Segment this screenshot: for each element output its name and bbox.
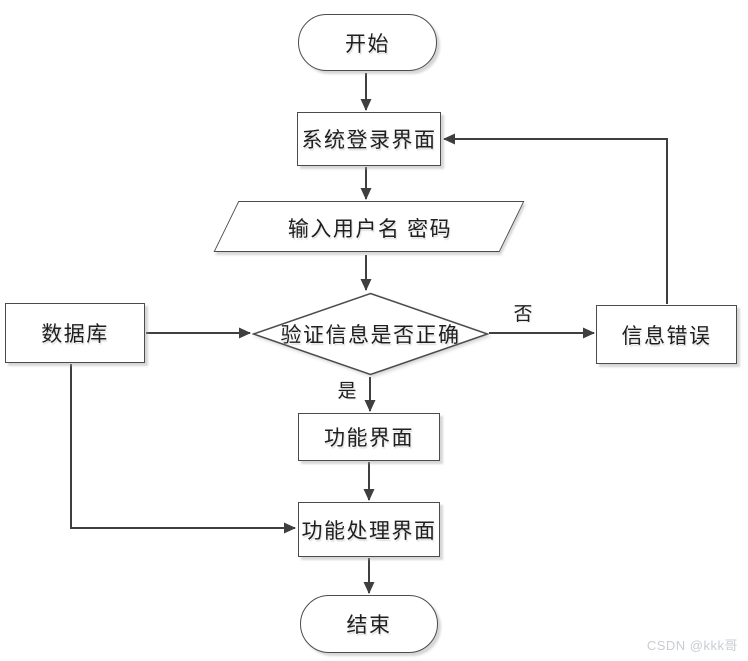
node-login-screen-label: 系统登录界面 [301, 128, 437, 152]
csdn-watermark: CSDN @kkk哥 [646, 638, 738, 653]
node-info-error-label: 信息错误 [621, 323, 712, 348]
node-function-process-screen: 功能处理界面 [298, 502, 440, 557]
node-database: 数据库 [5, 303, 145, 363]
node-verify-info: 验证信息是否正确 [252, 292, 489, 376]
node-end: 结束 [300, 595, 438, 653]
node-function-process-screen-label: 功能处理界面 [301, 518, 437, 543]
node-login-screen: 系统登录界面 [297, 112, 441, 166]
node-function-screen: 功能界面 [298, 413, 440, 461]
node-end-label: 结束 [346, 613, 392, 637]
edge-label-yes: 是 [337, 380, 357, 402]
node-database-label: 数据库 [41, 322, 109, 346]
node-start: 开始 [298, 14, 437, 71]
node-info-error: 信息错误 [596, 305, 737, 364]
node-start-label: 开始 [345, 31, 390, 56]
edge-label-no: 否 [513, 303, 533, 325]
node-verify-info-label: 验证信息是否正确 [280, 323, 461, 347]
edge-error-login [443, 133, 668, 304]
node-function-screen-label: 功能界面 [324, 426, 414, 450]
edge-database-process [70, 364, 296, 534]
node-input-credentials: 输入用户名 密码 [213, 201, 527, 254]
diamond-shape [252, 292, 489, 376]
node-input-credentials-label: 输入用户名 密码 [287, 216, 453, 241]
